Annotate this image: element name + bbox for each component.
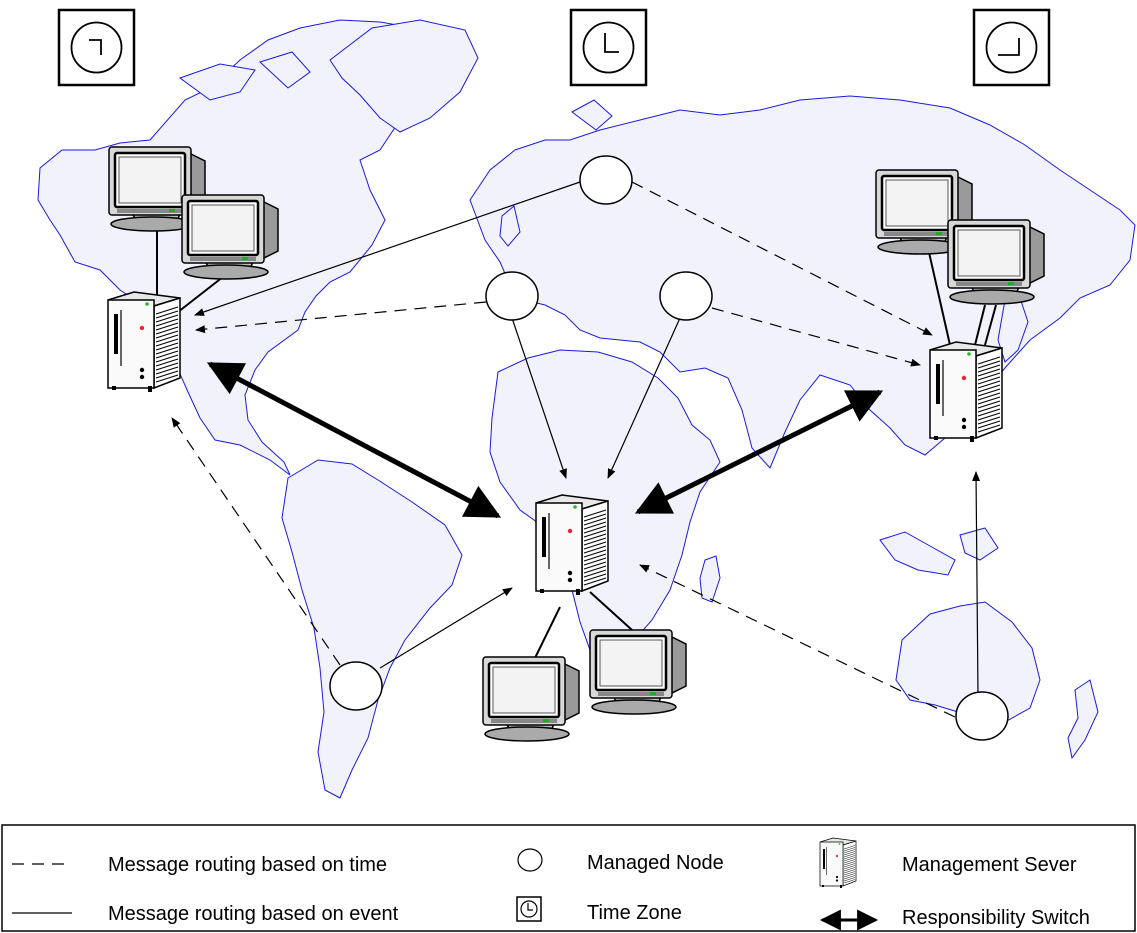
managed-node-atlantic (485, 271, 539, 321)
south-america-landmass (281, 459, 463, 799)
legend-time-routing-label: Message routing based on time (108, 854, 387, 876)
time-zone-clock-west (57, 8, 136, 87)
monitor-icon (588, 628, 688, 716)
legend-managed-node-label: Managed Node (587, 852, 724, 874)
time-zone-clock-east (972, 8, 1051, 87)
legend-management-server-label: Management Sever (902, 854, 1077, 876)
time-routing-lines (171, 181, 956, 718)
management-server-icon (107, 291, 181, 393)
legend: Message routing based on time Message ro… (1, 824, 1136, 932)
svalbard-island (571, 99, 613, 131)
uk-island (499, 205, 521, 247)
monitor-icon (481, 655, 581, 743)
legend-managed-node-icon (517, 848, 543, 872)
management-server-icon (535, 494, 609, 596)
managed-node-south-america (329, 661, 383, 711)
time-zone-clock-center (569, 8, 648, 87)
legend-time-zone-label: Time Zone (587, 902, 682, 924)
greenland-landmass (329, 19, 479, 133)
managed-node-north (579, 155, 633, 205)
madagascar-landmass (699, 555, 721, 603)
legend-time-zone-icon (516, 896, 542, 922)
indonesia-island-1 (879, 531, 956, 576)
arctic-island-1 (178, 63, 256, 101)
responsibility-switch-arrows (206, 361, 884, 519)
managed-node-asia (659, 271, 713, 321)
new-zealand-landmass (1067, 679, 1099, 760)
australia-landmass (895, 601, 1041, 727)
management-server-icon (929, 341, 1003, 443)
managed-nodes (329, 155, 1009, 741)
legend-responsibility-switch-label: Responsibility Switch (902, 907, 1090, 929)
managed-node-australia (955, 691, 1009, 741)
event-routing-lines (194, 181, 981, 696)
arctic-island-2 (259, 51, 311, 89)
indonesia-island-2 (959, 527, 999, 561)
legend-management-server-icon (819, 837, 857, 889)
legend-event-routing-label: Message routing based on event (108, 903, 399, 925)
